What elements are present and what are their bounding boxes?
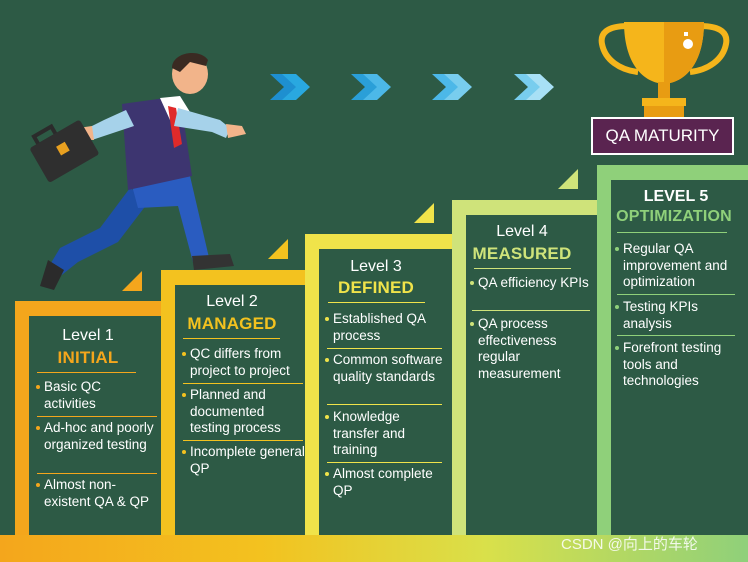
qa-maturity-box: QA MATURITY: [591, 117, 734, 155]
level-5-item: Testing KPIs analysis: [623, 299, 738, 332]
level-2-item: Planned and documented testing process: [190, 387, 305, 437]
level-1-sep: [37, 416, 157, 417]
level-2-item: Incomplete general QP: [190, 444, 305, 477]
step-corner-2: [268, 239, 288, 259]
level-5-item: Regular QA improvement and optimization: [623, 241, 738, 291]
level-5-label: LEVEL 5: [617, 188, 735, 206]
level-4-name: MEASURED: [470, 244, 574, 264]
level-4-sep: [472, 310, 590, 311]
level-3-item: Common software quality standards: [333, 352, 448, 385]
level-2-sep: [183, 440, 303, 441]
level-1-divider: [37, 372, 136, 373]
level-3-item: Established QA process: [333, 311, 448, 344]
arrow-right-icon: [266, 66, 314, 108]
level-4-item: QA process effectiveness regular measure…: [478, 316, 590, 382]
trophy-icon: [598, 20, 730, 120]
level-2-divider: [183, 338, 280, 339]
level-5-item: Forefront testing tools and technologies: [623, 340, 738, 390]
level-2-label: Level 2: [180, 293, 284, 311]
level-3-label: Level 3: [324, 258, 428, 276]
arrow-right-icon: [347, 66, 395, 108]
level-3-sep: [327, 462, 442, 463]
level-4-item: QA efficiency KPIs: [478, 275, 590, 292]
level-2-sep: [183, 383, 303, 384]
level-1-item: Basic QC activities: [44, 379, 156, 412]
level-2-item: QC differs from project to project: [190, 346, 305, 379]
level-1-label: Level 1: [36, 327, 140, 345]
level-3-sep: [327, 348, 442, 349]
step-corner-4: [558, 169, 578, 189]
briefcase-icon: [30, 112, 102, 184]
level-1-sep: [37, 473, 157, 474]
level-4-divider: [474, 268, 571, 269]
level-3-item: Almost complete QP: [333, 466, 448, 499]
watermark-text: CSDN @向上的车轮: [561, 533, 698, 554]
level-3-divider: [328, 302, 425, 303]
arrow-right-icon: [510, 66, 558, 108]
arrow-right-icon: [428, 66, 476, 108]
level-3-item: Knowledge transfer and training: [333, 409, 448, 459]
level-5-divider: [617, 232, 727, 233]
level-3-sep: [327, 404, 442, 405]
step-corner-3: [414, 203, 434, 223]
level-5-sep: [617, 335, 735, 336]
level-4-label: Level 4: [470, 223, 574, 241]
level-5-name: OPTIMIZATION: [612, 208, 736, 226]
level-1-item: Almost non-existent QA & QP: [44, 477, 156, 510]
level-1-item: Ad-hoc and poorly organized testing: [44, 420, 156, 453]
level-5-sep: [617, 294, 735, 295]
level-2-name: MANAGED: [180, 314, 284, 334]
level-3-name: DEFINED: [324, 278, 428, 298]
level-1-name: INITIAL: [36, 348, 140, 368]
